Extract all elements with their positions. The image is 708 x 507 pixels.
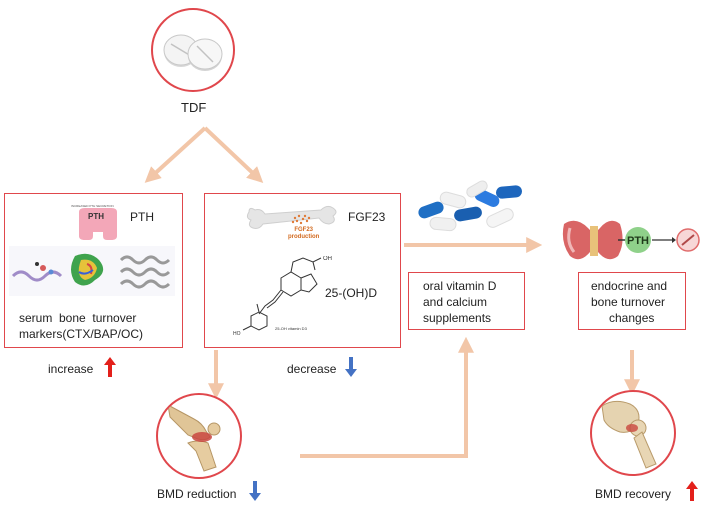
endocrine-line1: endocrine and	[591, 279, 668, 293]
molecule-structure-icon	[9, 246, 175, 296]
drug-circle	[151, 8, 235, 92]
up-arrow-icon-bmd	[686, 481, 698, 501]
vitd-label: 25-(OH)D	[325, 286, 378, 300]
struct-oh: OH	[323, 256, 332, 262]
pth-badge	[625, 227, 651, 253]
pth-gland-text: PTH	[88, 212, 104, 221]
endocrine-box: endocrine and bone turnover changes	[578, 272, 686, 330]
knee-joint-icon	[167, 404, 221, 472]
down-arrow-icon	[345, 357, 357, 377]
supplements-line1: oral vitamin D	[423, 279, 497, 293]
pth-tiny-caption: INCREASED PTH SECRETION	[71, 204, 114, 208]
fgf-bone-text-line2: production	[288, 234, 320, 240]
mid-box: FGF23 production FGF23 OH HO 25-OH vitam…	[204, 193, 401, 348]
endocrine-line3: changes	[609, 311, 655, 325]
endocrine-line2: bone turnover	[591, 295, 666, 309]
pth-label: PTH	[130, 210, 154, 224]
decrease-label: decrease	[287, 362, 337, 376]
down-arrow-icon-bmd	[249, 481, 261, 501]
increase-label: increase	[48, 362, 94, 376]
capsules-icon	[418, 180, 522, 232]
up-arrow-icon	[104, 357, 116, 377]
fgf-label: FGF23	[348, 210, 386, 224]
fgf-bone-text-line1: FGF23	[294, 227, 313, 233]
left-box: INCREASED PTH SECRETION PTH PTH serum bo…	[4, 193, 183, 348]
hip-joint-icon	[601, 400, 657, 469]
arrow-tdf-to-left	[144, 126, 207, 183]
vitd-caption: 25-OH vitamin D3	[275, 326, 308, 331]
pill-icon	[163, 34, 223, 71]
struct-ho: HO	[233, 331, 241, 337]
bmd-recovery-label: BMD recovery	[595, 487, 672, 501]
arrow-to-supplements	[300, 336, 474, 458]
bone-icon	[246, 205, 337, 229]
markers-line1: serum bone turnover	[19, 311, 137, 325]
markers-line2: markers(CTX/BAP/OC)	[19, 327, 144, 341]
vitamin-d-structure: OH HO 25-OH vitamin D3	[233, 256, 332, 337]
endocrine-icon-row: PTH	[562, 220, 700, 260]
knee-circle	[156, 393, 242, 479]
supplements-line2: and calcium	[423, 295, 488, 309]
hip-circle	[590, 390, 676, 476]
endocrine-pth-text: PTH	[627, 235, 649, 247]
thyroid-icon	[562, 220, 623, 260]
fgf-bone-caption: FGF23 production	[288, 227, 319, 241]
supplements-box: oral vitamin D and calcium supplements	[408, 272, 525, 330]
arrow-tdf-to-mid	[203, 126, 264, 183]
drug-label: TDF	[181, 100, 207, 115]
bmd-reduction-label: BMD reduction	[157, 487, 237, 501]
parathyroid-icon	[79, 208, 117, 240]
supplements-line3: supplements	[423, 311, 492, 325]
